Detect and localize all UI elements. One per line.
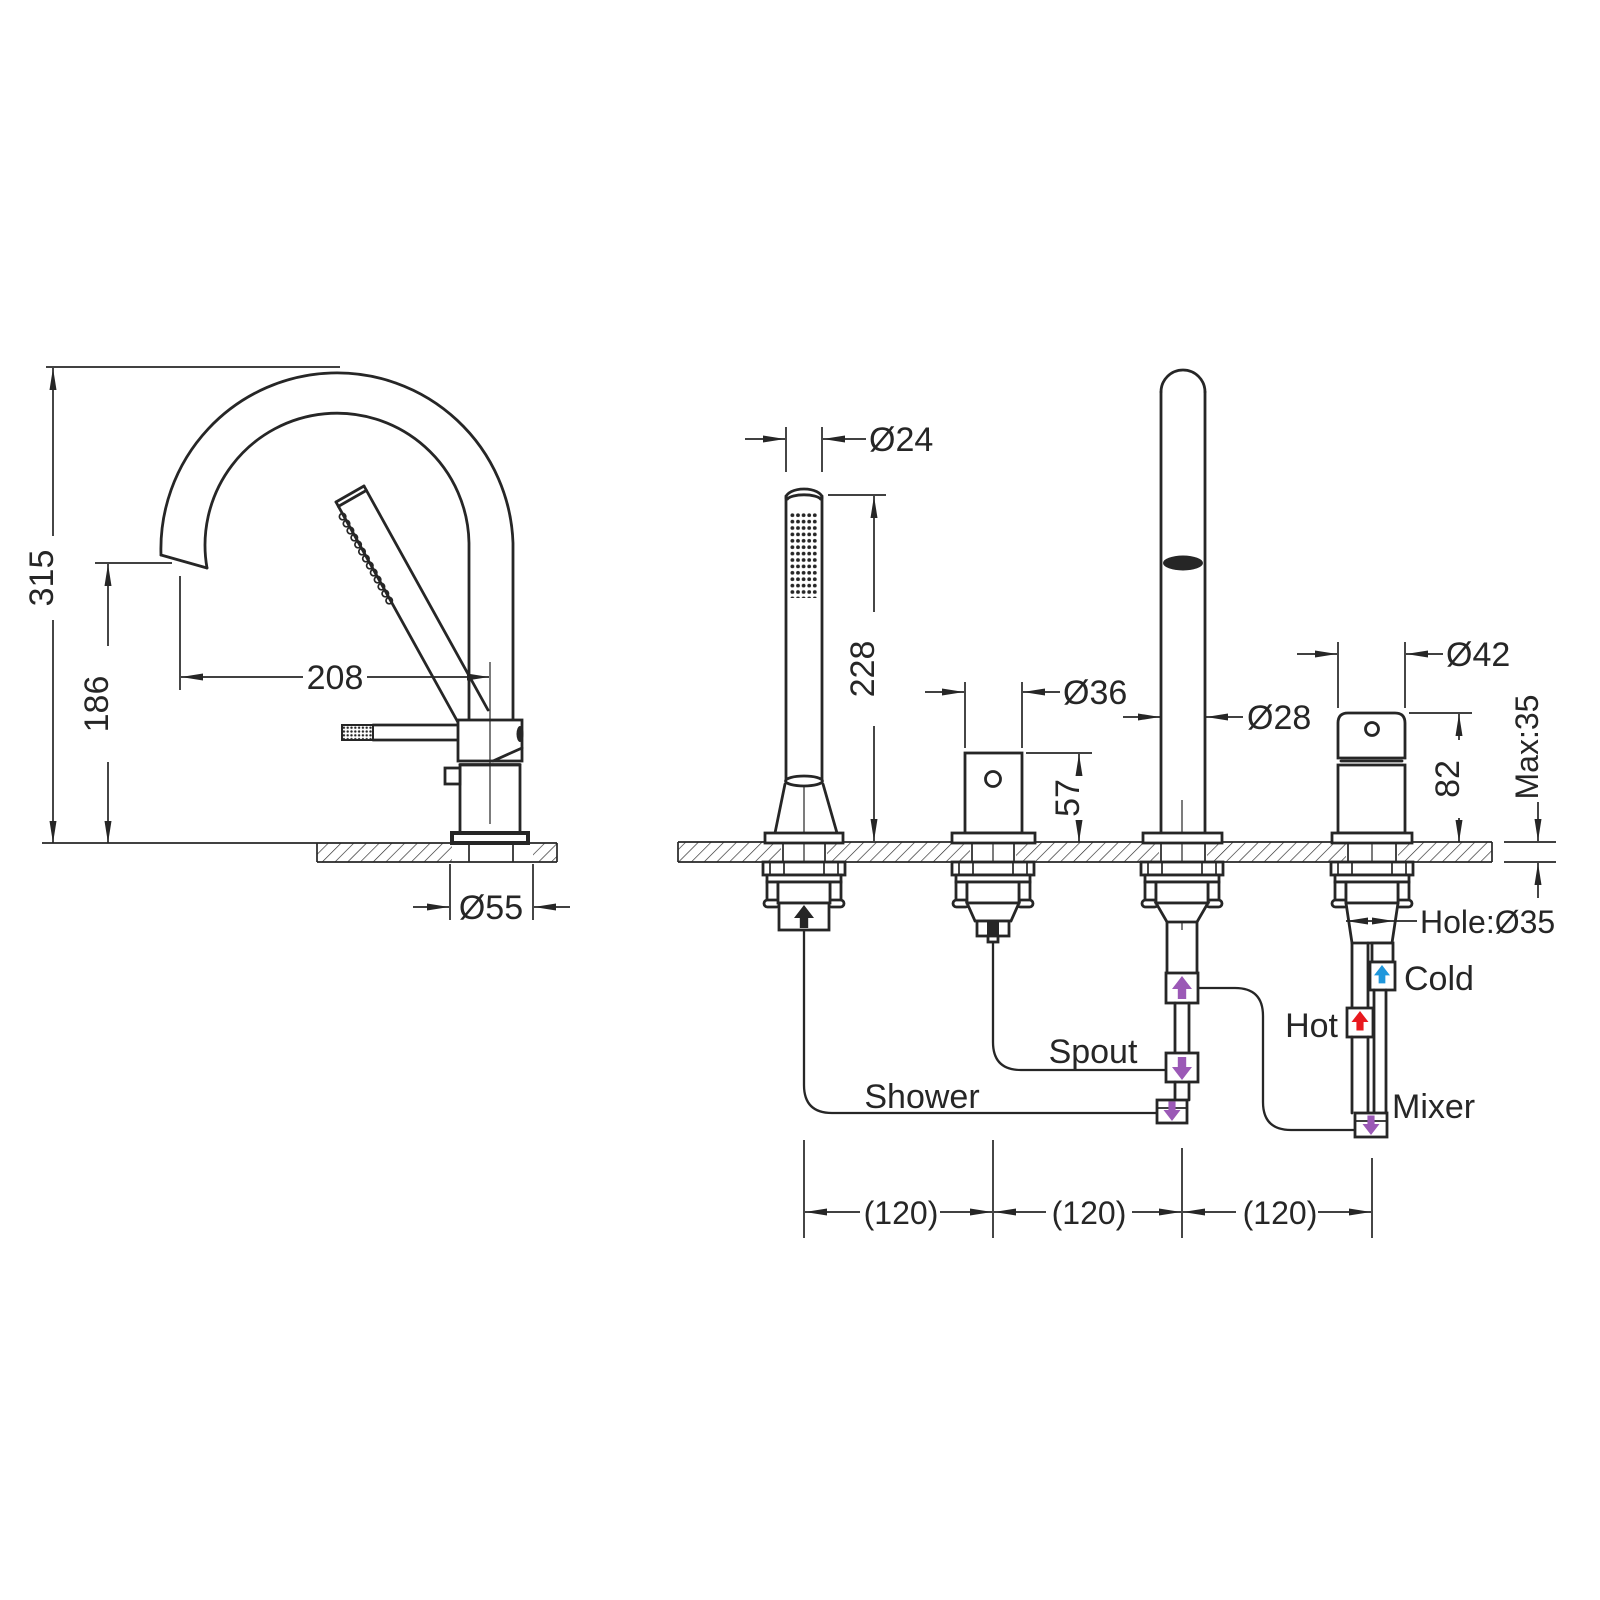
below-deck-spout bbox=[1139, 860, 1225, 1125]
dim-mixer-diameter: Ø42 bbox=[1297, 636, 1510, 708]
hole-diameter-text: Hole:Ø35 bbox=[1420, 904, 1555, 940]
front-diverter bbox=[950, 751, 1037, 845]
dim-spout-height: 186 bbox=[78, 562, 172, 843]
dim-reach: 208 bbox=[179, 576, 489, 697]
below-deck-mixer bbox=[1329, 860, 1415, 1139]
below-deck-diverter bbox=[950, 860, 1036, 944]
front-view: Ø24 228 Ø36 57 Ø28 Ø42 82 bbox=[677, 368, 1556, 1238]
spout-height-text: 186 bbox=[78, 676, 116, 733]
label-cold: Cold bbox=[1404, 960, 1474, 998]
hoses bbox=[802, 930, 1355, 1132]
diverter-diameter-text: Ø36 bbox=[1063, 674, 1127, 712]
diverter-height-text: 57 bbox=[1049, 779, 1087, 817]
label-shower: Shower bbox=[864, 1078, 979, 1116]
side-handshower-wand bbox=[334, 484, 490, 728]
dim-base-diameter: Ø55 bbox=[413, 864, 570, 927]
dim-mixer-height: 82 bbox=[1409, 712, 1472, 842]
mixer-to-spout-hose bbox=[1198, 986, 1355, 1132]
dim-diverter-height: 57 bbox=[1026, 752, 1092, 842]
label-mixer: Mixer bbox=[1392, 1088, 1475, 1126]
spacing-2-text: (120) bbox=[1052, 1195, 1127, 1231]
spout-diameter-text: Ø28 bbox=[1247, 699, 1311, 737]
dim-handshower-diameter: Ø24 bbox=[745, 421, 933, 472]
mixer-diameter-text: Ø42 bbox=[1446, 636, 1510, 674]
handshower-diameter-text: Ø24 bbox=[869, 421, 933, 459]
spout-flange bbox=[1141, 831, 1224, 845]
diverter-hose bbox=[991, 942, 1166, 1072]
spray-face-dots bbox=[790, 512, 818, 598]
dim-handshower-height: 228 bbox=[828, 494, 886, 841]
front-spout bbox=[1141, 368, 1224, 845]
label-hot: Hot bbox=[1285, 1007, 1338, 1045]
below-deck-handshower bbox=[761, 860, 847, 932]
handshower-flange bbox=[763, 831, 845, 845]
wand-knurl-bumps bbox=[338, 512, 394, 605]
shower-hose bbox=[802, 930, 1157, 1115]
dim-diverter-diameter: Ø36 bbox=[925, 674, 1127, 748]
side-deck bbox=[42, 842, 558, 863]
total-height-text: 315 bbox=[23, 550, 61, 607]
front-handshower bbox=[763, 487, 845, 845]
diverter-flange bbox=[950, 831, 1037, 845]
spacing-3-text: (120) bbox=[1243, 1195, 1318, 1231]
handshower-height-text: 228 bbox=[844, 641, 882, 698]
side-base-plate bbox=[450, 831, 530, 845]
side-spout-arc bbox=[159, 371, 515, 722]
side-body bbox=[443, 662, 530, 845]
spout-mouth bbox=[1163, 555, 1203, 571]
dim-max-deck-thickness: Max:35 bbox=[1504, 695, 1556, 898]
dim-hole-diameter: Hole:Ø35 bbox=[1346, 904, 1555, 940]
reach-text: 208 bbox=[307, 659, 364, 697]
mixer-flange bbox=[1330, 831, 1414, 845]
max-deck-text: Max:35 bbox=[1509, 695, 1545, 800]
mixer-height-text: 82 bbox=[1429, 760, 1467, 798]
dim-spout-diameter: Ø28 bbox=[1123, 699, 1311, 737]
dim-spacing: (120) (120) (120) bbox=[803, 1140, 1373, 1238]
spacing-1-text: (120) bbox=[864, 1195, 939, 1231]
dim-total-height: 315 bbox=[23, 366, 340, 843]
side-view: 315 186 208 Ø55 bbox=[23, 366, 570, 927]
base-diameter-text: Ø55 bbox=[459, 889, 523, 927]
side-lever-handle bbox=[341, 723, 460, 742]
label-spout: Spout bbox=[1049, 1033, 1138, 1071]
front-mixer bbox=[1330, 711, 1414, 845]
